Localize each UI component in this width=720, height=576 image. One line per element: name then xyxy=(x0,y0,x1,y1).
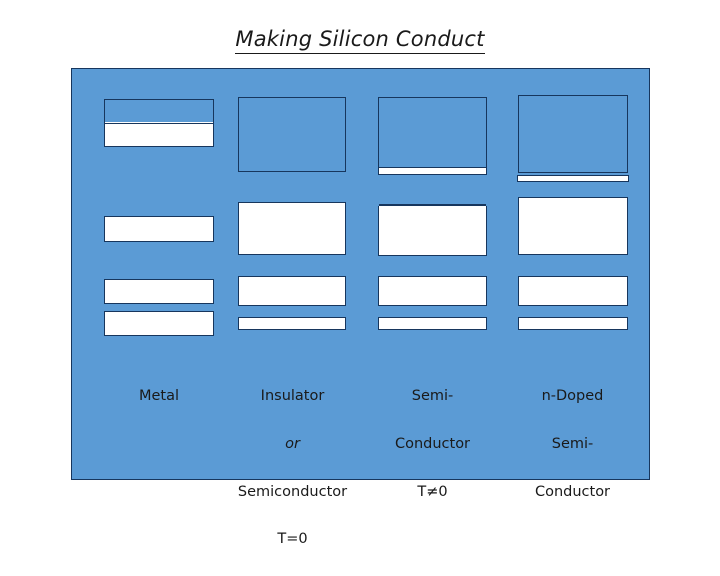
ndoped-filled-band-3 xyxy=(518,317,628,330)
column-label-ndoped-line3: Conductor xyxy=(534,483,611,500)
semiconductor-valence-band-slightly-empty xyxy=(377,197,488,256)
metal-conduction-band-fermi-divider xyxy=(105,122,213,124)
column-label-semiconductor: Semi- Conductor T≠0 xyxy=(364,361,501,528)
insulator-filled-band-3 xyxy=(238,317,346,330)
metal-filled-band-2 xyxy=(104,279,214,304)
semiconductor-filled-band-3 xyxy=(378,317,487,330)
metal-conduction-band-fill xyxy=(105,122,213,146)
ndoped-conduction-band-empty xyxy=(518,95,628,173)
column-label-semiconductor-line2: Conductor xyxy=(394,435,471,452)
insulator-conduction-band-empty xyxy=(238,97,346,172)
ndoped-valence-band-filled xyxy=(518,197,628,255)
column-label-insulator-line4: T=0 xyxy=(277,531,308,548)
semiconductor-valence-band-hole-region xyxy=(377,197,488,206)
metal-filled-band-1 xyxy=(104,216,214,242)
column-label-semiconductor-line3: T≠0 xyxy=(417,483,448,500)
semiconductor-filled-band-2 xyxy=(378,276,487,306)
metal-conduction-band-partially-filled xyxy=(104,99,214,147)
insulator-valence-band-filled xyxy=(238,202,346,255)
ndoped-donor-level-filled-bar xyxy=(517,175,629,182)
insulator-filled-band-2 xyxy=(238,276,346,306)
column-label-insulator-line2: or xyxy=(285,435,300,452)
semiconductor-conduction-band-fill xyxy=(379,168,486,174)
column-label-insulator-line1: Insulator xyxy=(260,387,325,404)
semiconductor-conduction-band-slightly-filled xyxy=(378,97,487,175)
column-label-metal-line1: Metal xyxy=(138,387,180,404)
page-title-text: Making Silicon Conduct xyxy=(235,27,485,54)
ndoped-filled-band-2 xyxy=(518,276,628,306)
column-label-metal: Metal xyxy=(89,361,229,433)
column-label-insulator: Insulator or Semiconductor T=0 xyxy=(220,361,365,576)
column-label-ndoped-line1: n-Doped xyxy=(541,387,604,404)
column-label-ndoped-semiconductor: n-Doped Semi- Conductor xyxy=(504,361,641,528)
semiconductor-valence-band-divider xyxy=(379,204,486,206)
energy-band-diagram-panel: Metal Insulator or Semiconductor T=0 Sem… xyxy=(71,68,650,547)
column-label-semiconductor-line1: Semi- xyxy=(411,387,454,404)
column-label-ndoped-line2: Semi- xyxy=(551,435,594,452)
page-title: Making Silicon Conduct xyxy=(0,27,720,54)
column-label-insulator-line3: Semiconductor xyxy=(237,483,348,500)
semiconductor-conduction-band-divider xyxy=(379,166,486,168)
metal-filled-band-3 xyxy=(104,311,214,336)
